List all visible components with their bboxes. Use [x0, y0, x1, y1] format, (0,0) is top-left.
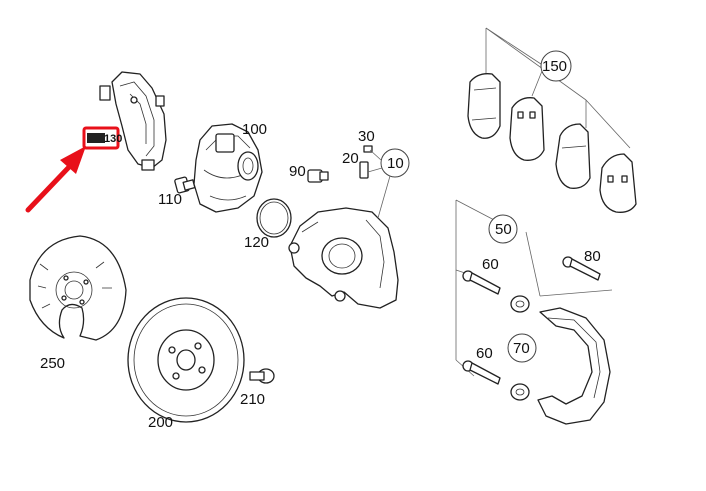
label-80: 80 [584, 248, 601, 265]
part-70-bushing-lower[interactable] [510, 383, 530, 401]
label-100: 100 [242, 121, 267, 138]
part-70-bushing-upper[interactable] [510, 295, 530, 313]
part-90-bolt[interactable] [307, 169, 329, 183]
label-130: 130 [104, 133, 122, 145]
part-carrier-bracket[interactable] [537, 307, 611, 425]
part-130-sensor-bracket[interactable] [99, 71, 167, 171]
label-60-upper: 60 [482, 256, 499, 273]
label-110: 110 [158, 191, 182, 208]
label-30: 30 [358, 128, 375, 145]
label-60-lower: 60 [476, 345, 493, 362]
label-250: 250 [40, 355, 65, 372]
part-60-guide-pin-lower[interactable] [462, 360, 501, 385]
label-120: 120 [244, 234, 269, 251]
part-150-brake-pads[interactable] [467, 27, 637, 213]
part-100-actuator-motor[interactable] [193, 123, 263, 213]
label-50: 50 [495, 221, 512, 238]
label-10: 10 [387, 155, 404, 172]
part-120-o-ring[interactable] [256, 198, 292, 238]
label-200: 200 [148, 414, 173, 431]
callout-circle-10 [380, 148, 410, 178]
label-70: 70 [513, 340, 530, 357]
label-20: 20 [342, 150, 359, 167]
part-200-brake-disc[interactable] [127, 297, 245, 423]
callout-circle-150 [540, 50, 572, 82]
part-250-dust-shield[interactable] [29, 235, 127, 341]
part-210-screw[interactable] [249, 368, 275, 384]
label-210: 210 [240, 391, 265, 408]
part-110-bolt[interactable] [174, 176, 196, 194]
part-30-bleeder-cap[interactable] [363, 145, 373, 153]
callout-circle-70 [507, 333, 537, 363]
part-80-bolt[interactable] [562, 256, 601, 281]
callout-circle-50 [488, 214, 518, 244]
highlight-130[interactable]: 130 [25, 126, 122, 213]
label-90: 90 [289, 163, 306, 180]
part-20-bleeder-screw[interactable] [359, 161, 369, 179]
label-150: 150 [542, 58, 567, 75]
part-60-guide-pin-upper[interactable] [462, 270, 501, 295]
part-10-caliper[interactable] [288, 207, 399, 309]
